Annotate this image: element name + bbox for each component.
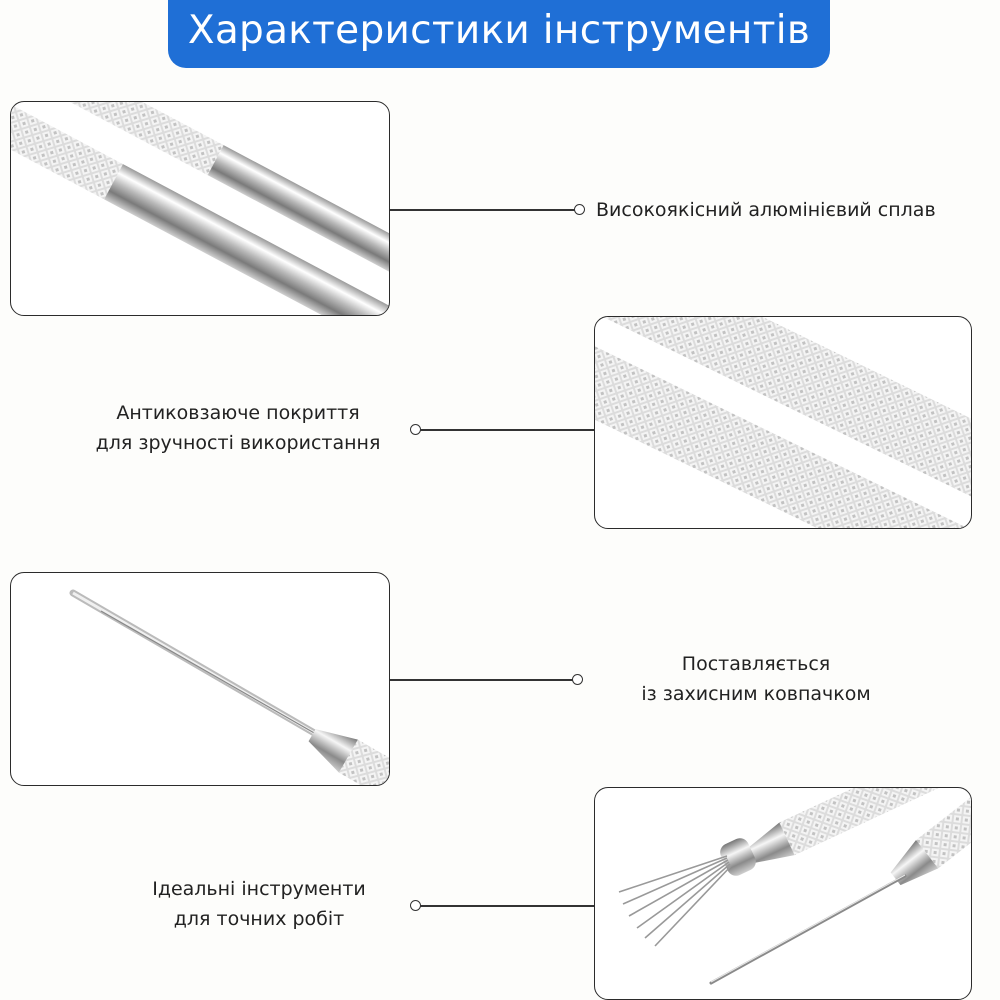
connector-line-4 — [420, 905, 594, 907]
feature-label-anti-slip: Антиковзаюче покриття для зручності вико… — [95, 402, 381, 454]
feature-image-alloy — [10, 101, 390, 316]
feature-image-anti-slip — [594, 316, 972, 529]
alloy-rods-illustration — [11, 102, 389, 315]
tool-handle — [338, 739, 389, 785]
needle-tip — [709, 874, 907, 985]
page-title: Характеристики інструментів — [168, 0, 830, 68]
connector-dot-1 — [574, 204, 585, 215]
feature-label-precision: Ідеальні інструменти для точних робіт — [152, 878, 366, 930]
knurled-grip-illustration — [595, 317, 971, 528]
connector-dot-2 — [410, 424, 421, 435]
feature-label-alloy: Високоякісний алюмінієвий сплав — [596, 199, 936, 221]
brush-collar — [720, 838, 756, 876]
connector-line-3 — [390, 679, 574, 681]
feature-label-cap: Поставляється із захисним ковпачком — [641, 653, 871, 705]
precision-tips-illustration — [618, 788, 971, 985]
connector-line-2 — [420, 429, 594, 431]
capped-tool-illustration — [69, 589, 389, 785]
fan-brush-tool — [618, 788, 971, 947]
metal-rod-upper — [207, 145, 389, 298]
knurled-handle-lower — [11, 102, 123, 200]
knurled-grip-lower — [595, 317, 971, 528]
tool-ferrule — [308, 729, 358, 773]
feature-image-cap — [10, 572, 390, 786]
connector-dot-4 — [410, 900, 421, 911]
knurled-handle-upper — [11, 102, 224, 176]
knurled-grip-upper — [595, 317, 971, 528]
needle-tool — [709, 788, 971, 985]
connector-dot-3 — [572, 674, 583, 685]
connector-line-1 — [390, 209, 576, 211]
needle-inside-cap — [100, 610, 324, 739]
feature-image-precision — [594, 787, 972, 1000]
metal-rod-lower — [104, 164, 389, 315]
